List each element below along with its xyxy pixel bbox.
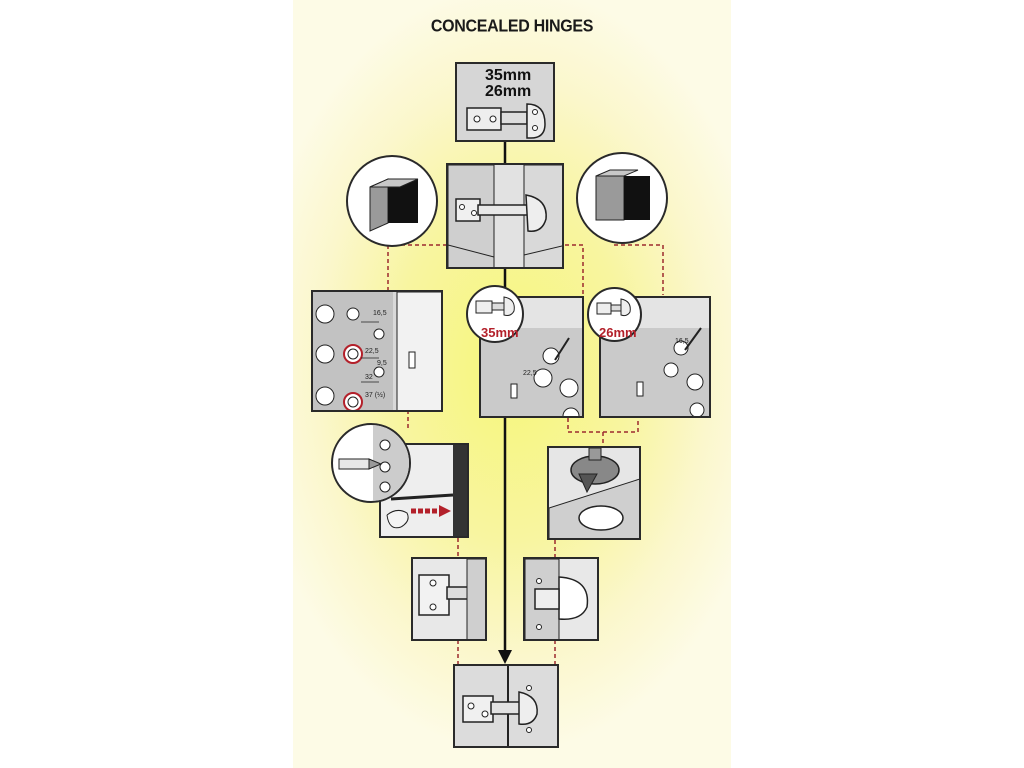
down-arrow-icon bbox=[498, 650, 512, 664]
door-overlay-right-circle bbox=[576, 152, 668, 244]
hinge-cup-insert-panel bbox=[523, 557, 599, 641]
size-label-26mm: 26mm bbox=[485, 83, 532, 100]
hinge-icon bbox=[466, 103, 546, 139]
cabinet-mount-panel bbox=[446, 163, 564, 269]
drilling-template-panel: 16,5 22,5 9,5 32 37 (½) bbox=[311, 290, 443, 412]
dim-16-5-26: 16,5 bbox=[675, 338, 689, 345]
hinge-screw-panel bbox=[411, 557, 487, 641]
dim-9-5: 9,5 bbox=[377, 360, 387, 367]
dim-22-5-35: 22,5 bbox=[523, 370, 537, 377]
page-title: CONCEALED HINGES bbox=[430, 17, 594, 36]
drill-bit-panel bbox=[547, 446, 641, 540]
final-assembled-hinge-panel bbox=[453, 664, 559, 748]
dim-32: 32 bbox=[365, 374, 373, 381]
hinge-overview-panel: 35mm 26mm bbox=[455, 62, 555, 142]
size-label-35mm-red: 35mm bbox=[481, 325, 519, 340]
size-label-35mm: 35mm bbox=[485, 67, 532, 84]
door-overlay-left-circle bbox=[346, 155, 438, 247]
marking-detail-circle bbox=[331, 423, 411, 503]
dim-22-5: 22,5 bbox=[365, 348, 379, 355]
dim-16-5: 16,5 bbox=[373, 310, 387, 317]
dim-37: 37 (½) bbox=[365, 392, 386, 399]
instruction-poster: CONCEALED HINGES 35mm 26mm bbox=[293, 0, 731, 768]
size-label-26mm-red: 26mm bbox=[599, 325, 637, 340]
hinge-35mm-circle bbox=[466, 285, 524, 343]
hinge-26mm-circle bbox=[587, 287, 642, 342]
